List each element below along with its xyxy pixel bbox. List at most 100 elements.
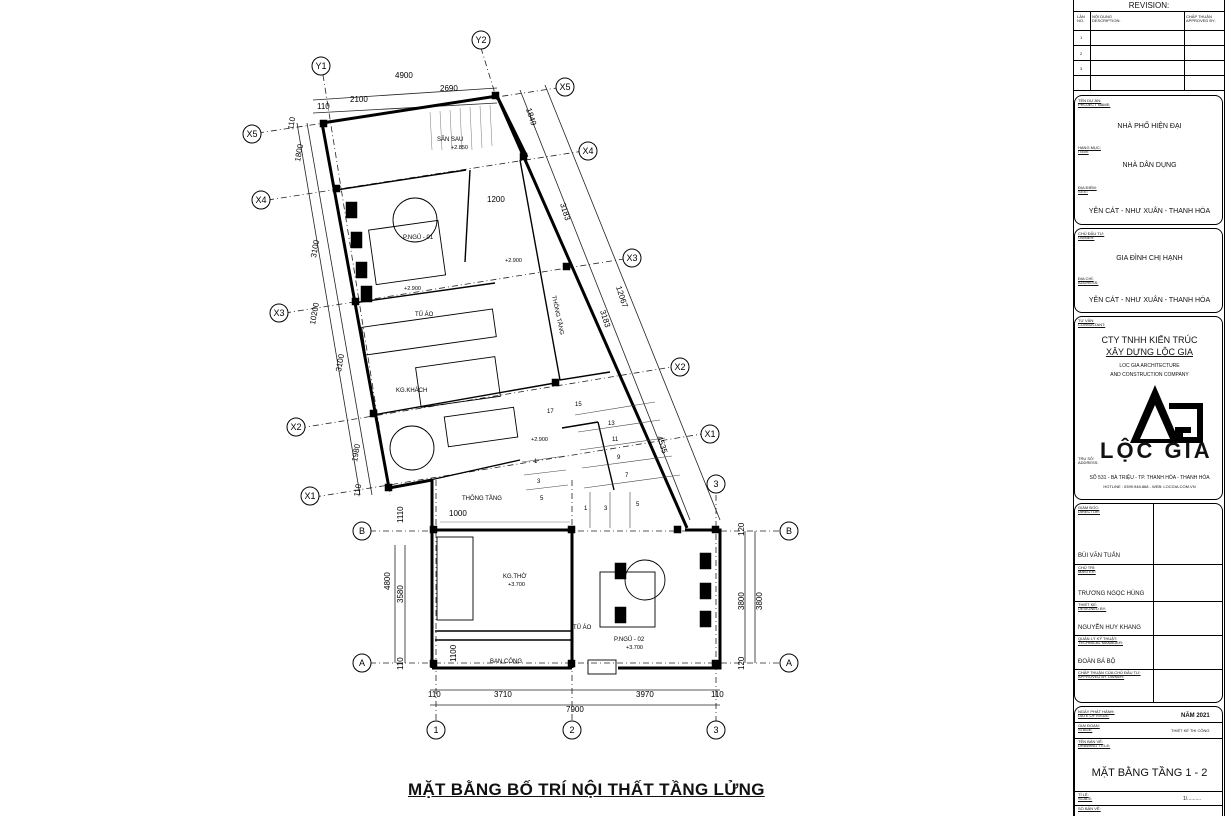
- issue-date: NĂM 2021: [1181, 713, 1210, 719]
- stair-step: 11: [612, 437, 619, 443]
- rev-header-approved: CHẤP THUẬN APPROVED BY:: [1186, 14, 1216, 23]
- master-label: CHỦ TRÌ: MASTER:: [1078, 565, 1096, 574]
- stair-step: 15: [575, 402, 582, 408]
- address-label: ĐỊA CHỈ: ADDRESS:: [1078, 276, 1099, 285]
- scale-label: TỈ LỆ: SCALE:: [1078, 792, 1093, 801]
- stair-step: 7: [625, 473, 629, 479]
- room-balcony: BAN CÔNG: [490, 658, 522, 665]
- grid-label-1: 1: [433, 725, 438, 735]
- company-name-vn-2: XÂY DỰNG LỘC GIA: [1105, 347, 1194, 357]
- director-name: BÙI VĂN TUẤN: [1078, 553, 1120, 559]
- dim-3710: 3710: [494, 690, 512, 699]
- owner-box: CHỦ ĐẦU TƯ: OWNER: GIA ĐÌNH CHỊ HẠNH ĐỊA…: [1074, 228, 1223, 313]
- level-mark: +2.900: [404, 286, 421, 292]
- floor-plan-drawing: Y1 Y2 X5 X5 X4 X4 X3 X3 X2 X2 X1 X1 3 B …: [242, 30, 799, 740]
- designer-label: THIẾT KẾ: DESIGNED BY:: [1078, 602, 1107, 611]
- company-name-en-2: AND CONSTRUCTION COMPANY: [1110, 372, 1189, 378]
- tech-manager-label: QUẢN LÝ KỸ THUẬT: TECHNICAL MANAGER:: [1078, 636, 1123, 645]
- room-san-sau: SÂN SAU: [437, 136, 463, 143]
- company-name-en-1: LOC GIA ARCHITECTURE: [1119, 363, 1180, 369]
- people-box: GIÁM ĐỐC: DIRECTOR: BÙI VĂN TUẤN CHỦ TRÌ…: [1074, 503, 1223, 703]
- grid-label-x4-right: X4: [582, 146, 593, 156]
- dim-4800: 4800: [383, 572, 392, 590]
- rev-row-number: 3: [1080, 66, 1083, 71]
- dim-110: 110: [286, 116, 297, 131]
- dim-7900: 7900: [566, 705, 584, 714]
- dim-3183: 3183: [558, 202, 572, 222]
- site-name: YÊN CÁT - NHƯ XUÂN - THANH HÓA: [1088, 208, 1211, 215]
- dim-110: 110: [396, 657, 405, 670]
- grid-label-2: 2: [569, 725, 574, 735]
- dim-10200: 10200: [308, 301, 321, 325]
- dim-3580: 3580: [396, 585, 405, 603]
- stage-label: GIAI ĐOẠN: STAGE:: [1078, 723, 1100, 732]
- office-label: TRỤ SỞ: ADDRESS:: [1078, 456, 1099, 465]
- dim-120: 120: [737, 522, 746, 536]
- revision-title: REVISION:: [1074, 0, 1224, 12]
- stair-step: 5: [540, 496, 544, 502]
- rev-row-number: 2: [1080, 51, 1083, 56]
- project-info-box: TÊN DỰ ÁN: PROJECT NAME: NHÀ PHỐ HIỆN ĐẠ…: [1074, 95, 1223, 225]
- grid-label-x1-left: X1: [304, 491, 315, 501]
- grid-label-x5-left: X5: [246, 129, 257, 139]
- dim-1110: 1110: [396, 506, 405, 523]
- owner-approval-label: CHẤP THUẬN CỦA CHỦ ĐẦU TƯ: APPROVED BY O…: [1078, 670, 1141, 679]
- dim-110: 110: [317, 102, 330, 111]
- dim-110: 110: [711, 690, 724, 699]
- stair-step: 17: [547, 409, 554, 415]
- scale: 1/..........: [1183, 796, 1202, 802]
- stair-step: 1: [584, 506, 588, 512]
- room-bedroom-02: P.NGỦ - 02: [614, 636, 645, 643]
- level-mark: +3.700: [508, 582, 525, 588]
- stair-step: 13: [608, 421, 615, 427]
- revision-table: LẦN NO. NỘI DUNG DESCRIPTION: CHẤP THUẬN…: [1074, 12, 1224, 91]
- dim-3970: 3970: [636, 690, 654, 699]
- owner-name: GIA ĐÌNH CHỊ HẠNH: [1116, 255, 1183, 262]
- project-label: TÊN DỰ ÁN: PROJECT NAME:: [1078, 98, 1111, 107]
- dim-3800: 3800: [755, 592, 764, 610]
- room-worship: KG.THỜ: [503, 573, 526, 580]
- grid-label-y2: Y2: [475, 35, 486, 45]
- grid-label-y1: Y1: [315, 61, 326, 71]
- issue-date-label: NGÀY PHÁT HÀNH: DATE OF ISSUE:: [1078, 709, 1115, 718]
- grid-label-x1-right: X1: [704, 429, 715, 439]
- room-bedroom-01: P.NGỦ - 01: [403, 234, 434, 241]
- owner-label: CHỦ ĐẦU TƯ: OWNER:: [1078, 231, 1105, 240]
- room-living: KG.KHÁCH: [396, 387, 427, 394]
- level-mark: +2.850: [451, 145, 468, 151]
- rev-row-number: 1: [1080, 35, 1083, 40]
- dim-1000: 1000: [449, 509, 467, 518]
- grid-label-x4-left: X4: [255, 195, 266, 205]
- consultant-box: TƯ VẤN: CONSULTANT: CTY TNHH KIẾN TRÚC X…: [1074, 316, 1223, 500]
- dim-110: 110: [428, 690, 441, 699]
- dim-12067: 12067: [614, 285, 630, 309]
- director-label: GIÁM ĐỐC: DIRECTOR:: [1078, 505, 1100, 514]
- site-label: ĐỊA ĐIỂM: SITE:: [1078, 185, 1097, 194]
- dim-4900: 4900: [395, 71, 413, 80]
- drawing-caption: MẶT BẰNG BỐ TRÍ NỘI THẤT TẦNG LỬNG: [408, 780, 765, 799]
- dim-1800: 1800: [293, 143, 305, 163]
- grid-label-x2-right: X2: [674, 362, 685, 372]
- grid-label-x2-left: X2: [290, 422, 301, 432]
- item-name: NHÀ DÂN DỤNG: [1122, 162, 1177, 169]
- dim-110: 110: [352, 483, 363, 498]
- hotline: HOTLINE : 0399.948.868 - WEB: LOCGIA.COM…: [1103, 484, 1196, 489]
- room-wardrobe-2: TỦ ÁO: [573, 624, 592, 631]
- master-name: TRƯƠNG NGỌC HÙNG: [1078, 591, 1145, 597]
- item-label: HẠNG MỤC: ITEM:: [1078, 145, 1101, 154]
- level-mark: +3.700: [626, 645, 643, 651]
- dim-1849: 1849: [524, 107, 538, 127]
- level-mark: +2.900: [505, 258, 522, 264]
- dim-1980: 1980: [350, 443, 362, 463]
- room-void-upper: THÔNG TẦNG: [550, 295, 565, 336]
- tech-manager-name: ĐOÀN BÁ BỘ: [1078, 659, 1116, 665]
- dim-120: 120: [737, 656, 746, 670]
- grid-label-x3-right: X3: [626, 253, 637, 263]
- stair-step: 1: [534, 459, 538, 465]
- drawing-title: MẶT BẰNG TẦNG 1 - 2: [1091, 767, 1208, 779]
- dim-1100: 1100: [449, 644, 458, 662]
- stair-step: 3: [537, 479, 541, 485]
- project-name: NHÀ PHỐ HIỆN ĐẠI: [1117, 123, 1182, 130]
- stair-step: 5: [636, 502, 640, 508]
- rev-header-desc: NỘI DUNG DESCRIPTION:: [1092, 14, 1121, 23]
